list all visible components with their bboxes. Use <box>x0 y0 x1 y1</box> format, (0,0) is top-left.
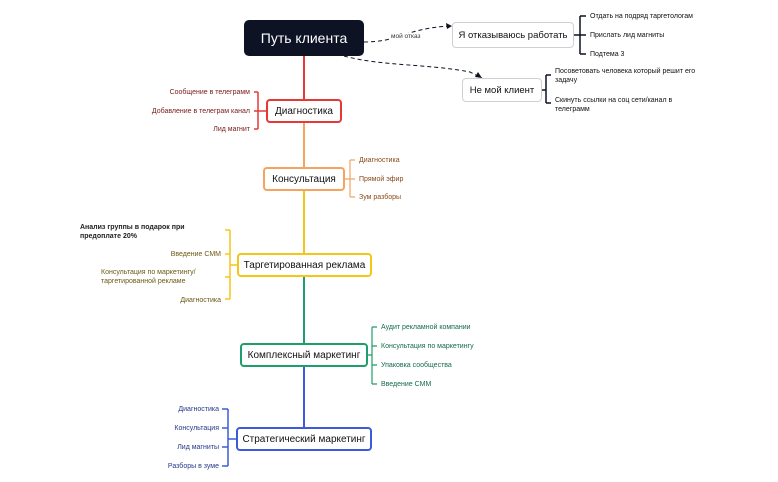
leaf-targeted-2[interactable]: Введение СММ <box>170 251 221 258</box>
node-refuse[interactable]: Я отказываюсь работать <box>452 22 574 48</box>
leaf-targeted-1[interactable]: Анализ группы в подарок при предоплате 2… <box>80 224 185 240</box>
node-complex-marketing[interactable]: Комплексный маркетинг <box>240 343 368 367</box>
leaf-refuse-2[interactable]: Прислать лид магниты <box>590 32 665 39</box>
leaf-strategic-3[interactable]: Лид магниты <box>177 444 219 451</box>
node-targeted-ads[interactable]: Таргетированная реклама <box>237 253 372 277</box>
node-consultation[interactable]: Консультация <box>263 167 345 191</box>
node-not-my-client[interactable]: Не мой клиент <box>462 78 542 102</box>
edge-label-refusal: мой отказ <box>390 33 422 40</box>
leaf-consultation-1[interactable]: Диагностика <box>359 157 400 164</box>
leaf-complex-1[interactable]: Аудит рекламной компании <box>381 324 471 331</box>
leaf-refuse-3[interactable]: Подтема 3 <box>590 51 625 58</box>
leaf-refuse-1[interactable]: Отдать на подряд таргетологам <box>590 13 693 20</box>
leaf-complex-4[interactable]: Введение СММ <box>381 381 432 388</box>
leaf-strategic-1[interactable]: Диагностика <box>178 406 219 413</box>
node-diagnostics[interactable]: Диагностика <box>266 99 342 123</box>
leaf-not-my-client-1[interactable]: Посоветовать человека который решит его … <box>555 68 696 84</box>
leaf-consultation-3[interactable]: Зум разборы <box>359 194 402 201</box>
leaf-complex-2[interactable]: Консультация по маркетингу <box>381 343 474 350</box>
leaf-diagnostics-2[interactable]: Добавление в телеграм канал <box>151 108 250 115</box>
leaf-strategic-2[interactable]: Консультация <box>174 425 219 432</box>
leaf-not-my-client-2[interactable]: Скинуть ссылки на соц сети/канал в телег… <box>555 97 673 113</box>
leaf-diagnostics-3[interactable]: Лид магнит <box>213 126 250 133</box>
leaf-targeted-4[interactable]: Диагностика <box>180 297 221 304</box>
leaf-strategic-4[interactable]: Разборы в зуме <box>167 463 219 470</box>
leaf-diagnostics-1[interactable]: Сообщение в телеграмм <box>169 89 250 96</box>
node-strategic-marketing[interactable]: Стратегический маркетинг <box>236 427 372 451</box>
leaf-complex-3[interactable]: Упаковка сообщества <box>381 362 452 369</box>
leaf-consultation-2[interactable]: Прямой эфир <box>359 176 404 183</box>
root-node[interactable]: Путь клиента <box>244 20 364 56</box>
leaf-targeted-3[interactable]: Консультация по маркетингу/ таргетирован… <box>101 269 196 285</box>
